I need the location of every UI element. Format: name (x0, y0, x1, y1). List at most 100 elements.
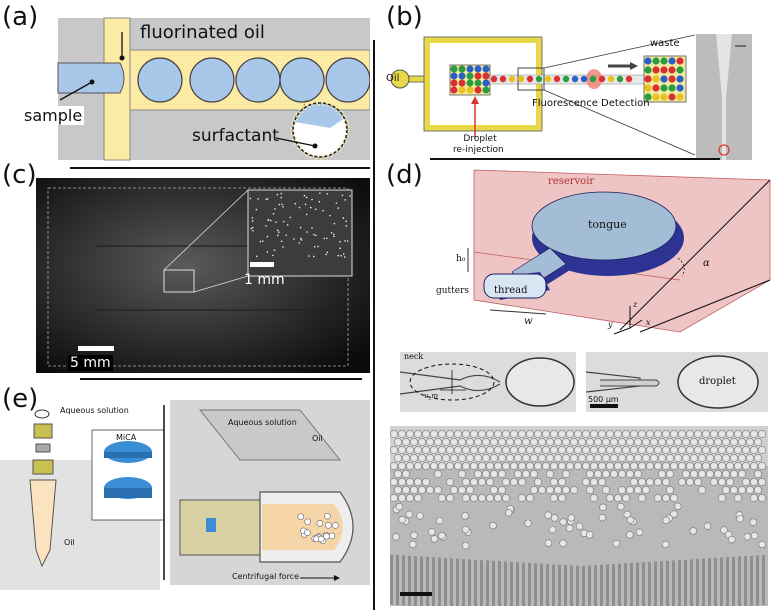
emulsion-droplet (606, 462, 614, 470)
emulsion-droplet (458, 438, 466, 446)
divider-b-d (430, 158, 720, 160)
speckle (341, 194, 344, 197)
emulsion-droplet (686, 478, 694, 486)
speckle (275, 221, 277, 223)
speckle (349, 195, 351, 197)
emulsion-droplet (414, 446, 422, 454)
nozzle-finger (492, 560, 495, 606)
emulsion-droplet (558, 430, 566, 438)
emulsion-droplet (489, 521, 497, 530)
emulsion-droplet (550, 478, 558, 486)
droplet-dot (482, 79, 490, 87)
speckle (333, 222, 336, 225)
emulsion-droplet (738, 438, 746, 446)
step-emulsification-diagram (467, 169, 771, 335)
divider-a-c (70, 167, 370, 169)
speckle (311, 198, 313, 201)
nozzle-finger (390, 554, 393, 605)
emulsion-droplet (458, 454, 466, 462)
emulsion-droplet (602, 470, 610, 478)
emulsion-droplet (546, 438, 554, 446)
speckle (312, 255, 315, 258)
emulsion-droplet (566, 462, 574, 470)
emulsion-droplet (686, 430, 694, 438)
emulsion-droplet (530, 454, 538, 462)
nozzle-finger (660, 561, 663, 606)
emulsion-droplet (466, 454, 474, 462)
nozzle-finger (720, 557, 723, 606)
nozzle-finger (468, 559, 471, 606)
emulsion-droplet (718, 478, 726, 486)
emulsion-droplet (646, 462, 654, 470)
emulsion-droplet (706, 454, 714, 462)
emulsion-droplet (406, 446, 414, 454)
emulsion-droplet (594, 470, 602, 478)
emulsion-droplet (554, 438, 562, 446)
emulsion-droplet (702, 430, 710, 438)
emulsion-droplet (498, 470, 506, 478)
emulsion-droplet (746, 438, 754, 446)
droplet-dot (580, 75, 588, 83)
scale-500um-label: 500 μm (588, 395, 619, 404)
emulsion-droplet (726, 462, 734, 470)
droplet-dot (676, 57, 684, 65)
emulsion-droplet (689, 527, 697, 535)
emulsion-bead (324, 522, 332, 529)
nozzle-finger (726, 557, 729, 606)
emulsion-droplet (428, 528, 436, 536)
emulsion-droplet (558, 494, 566, 502)
emulsion-droplet (544, 511, 552, 519)
speckle (280, 240, 283, 243)
emulsion-droplet (542, 446, 550, 454)
emulsion-droplet (758, 446, 766, 454)
speckle (305, 213, 308, 216)
nozzle-finger (624, 563, 627, 606)
emulsion-droplet (498, 486, 506, 494)
panel-a-label: (a) (2, 2, 39, 32)
emulsion-droplet (514, 438, 522, 446)
emulsion-droplet (462, 446, 470, 454)
nozzle-finger (516, 562, 519, 606)
emulsion-droplet (614, 446, 622, 454)
fluorescence-label: Fluorescence Detection (532, 98, 650, 109)
emulsion-droplet (406, 462, 414, 470)
emulsion-droplet (646, 478, 654, 486)
emulsion-droplet (690, 470, 698, 478)
emulsion-droplet (418, 454, 426, 462)
speckle (282, 246, 284, 248)
droplet-dot (660, 84, 668, 92)
emulsion-droplet (530, 486, 538, 494)
droplet-dot (668, 84, 676, 92)
sample-label: sample (22, 106, 85, 125)
emulsion-droplet (486, 462, 494, 470)
tongue-label: tongue (588, 218, 627, 231)
nozzle-finger (462, 558, 465, 606)
speckle (333, 233, 335, 236)
emulsion-droplet (606, 430, 614, 438)
emulsion-droplet (562, 470, 570, 478)
emulsion-droplet (706, 470, 714, 478)
nozzle-finger (456, 558, 459, 606)
nozzle-finger (444, 557, 447, 606)
emulsion-droplet (566, 446, 574, 454)
emulsion-droplet (544, 539, 553, 547)
nozzle-finger (744, 556, 747, 606)
emulsion-droplet (638, 462, 646, 470)
droplet-dot (676, 93, 684, 101)
waste-label: waste (650, 38, 680, 49)
emulsion-droplet (698, 438, 706, 446)
emulsion-droplet (703, 522, 712, 530)
emulsion-droplet (626, 438, 634, 446)
speckle (306, 231, 308, 233)
emulsion-droplet (506, 438, 514, 446)
emulsion-droplet (590, 478, 598, 486)
emulsion-droplet (586, 438, 594, 446)
droplet-dot (589, 75, 597, 83)
speckle (266, 251, 269, 253)
speckle (309, 206, 312, 209)
nozzle-finger (408, 555, 411, 606)
emulsion-droplet (618, 470, 626, 478)
emulsion-droplet (418, 486, 426, 494)
emulsion-droplet (720, 526, 728, 534)
emulsion-droplet (570, 454, 578, 462)
